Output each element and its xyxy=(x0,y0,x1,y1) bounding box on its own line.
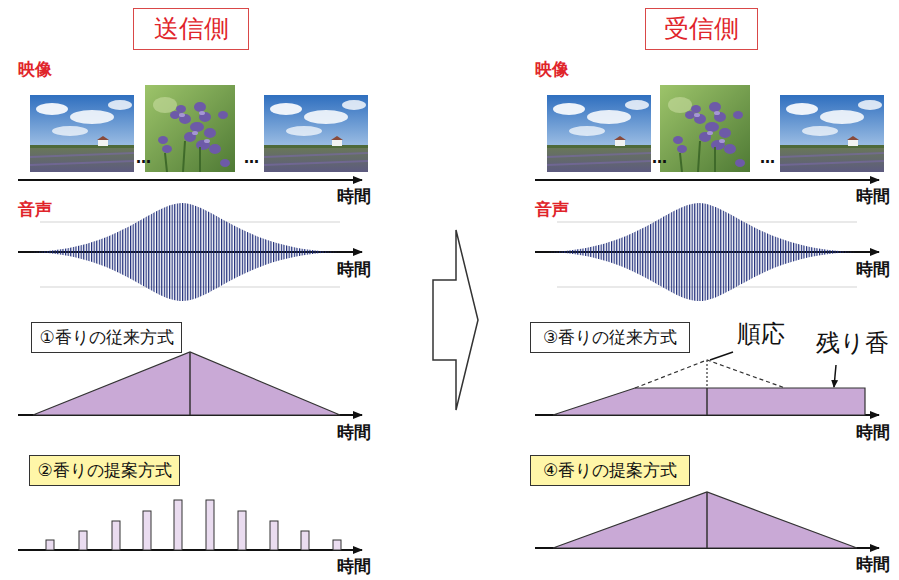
box-text: ③香りの従来方式 xyxy=(543,328,677,347)
callout-label: 順応 xyxy=(737,321,785,347)
ellipsis: … xyxy=(760,150,775,167)
method-box-proposed: ②香りの提案方式 xyxy=(29,455,180,486)
axis-label: 時間 xyxy=(337,557,371,576)
side-title-box: 送信側 xyxy=(133,8,249,50)
axis-label: 時間 xyxy=(856,555,890,574)
box-text: 受信側 xyxy=(664,15,739,43)
axis-label: 時間 xyxy=(856,260,890,279)
axis-label: 時間 xyxy=(856,423,890,442)
box-text: ④香りの提案方式 xyxy=(543,461,677,480)
box-text: 送信側 xyxy=(154,15,229,43)
callout-label: 残り香 xyxy=(816,330,889,356)
method-box: ①香りの従来方式 xyxy=(31,322,182,353)
side-title-box: 受信側 xyxy=(645,8,758,50)
method-box-proposed: ④香りの提案方式 xyxy=(530,455,690,486)
track-label: 音声 xyxy=(535,200,569,219)
box-text: ①香りの従来方式 xyxy=(39,328,173,347)
track-label: 映像 xyxy=(535,60,569,79)
track-label: 映像 xyxy=(18,60,52,79)
ellipsis: … xyxy=(136,150,151,167)
axis-label: 時間 xyxy=(856,187,890,206)
track-label: 音声 xyxy=(18,200,52,219)
axis-label: 時間 xyxy=(337,187,371,206)
axis-label: 時間 xyxy=(337,423,371,442)
method-box: ③香りの従来方式 xyxy=(530,322,690,353)
box-text: ②香りの提案方式 xyxy=(37,461,171,480)
ellipsis: … xyxy=(652,150,667,167)
axis-label: 時間 xyxy=(337,260,371,279)
ellipsis: … xyxy=(244,150,259,167)
